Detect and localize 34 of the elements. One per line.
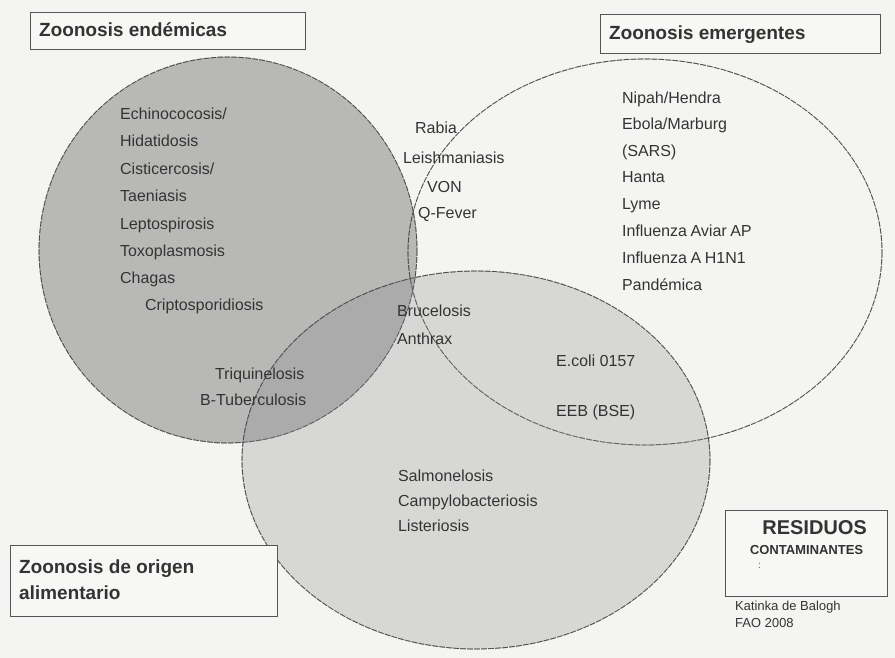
disease-label: Chagas [120, 269, 176, 289]
disease-label: Nipah/Hendra [622, 89, 722, 109]
disease-label: Ebola/Marburg [622, 115, 728, 135]
disease-label: Echinococosis/ Hidatidosis [120, 105, 228, 152]
disease-label: EEB (BSE) [556, 402, 636, 422]
disease-label: Salmonelosis [398, 467, 494, 487]
credit-text: FAO 2008 [735, 614, 795, 631]
heading-text: Zoonosis emergentes [609, 22, 806, 46]
disease-label: E.coli 0157 [556, 352, 636, 372]
heading-box [600, 14, 881, 54]
box-heading: RESIDUOS [761, 516, 867, 541]
note-box [725, 510, 888, 597]
disease-label: Toxoplasmosis [120, 242, 226, 262]
disease-label: Influenza A H1N1 Pandémica [622, 249, 747, 296]
disease-label: Campylobacteriosis [398, 492, 539, 512]
box-subheading: CONTAMINANTES [750, 541, 864, 559]
heading-text: Zoonosis de origen alimentario [19, 556, 196, 606]
disease-label: Q-Fever [418, 204, 478, 224]
disease-label: Hanta [622, 168, 666, 188]
disease-label: Cisticercosis/ Taeniasis [120, 160, 216, 207]
heading-box [30, 12, 306, 50]
disease-label: Criptosporidiosis [145, 296, 264, 316]
disease-label: VON [427, 178, 463, 198]
disease-label: Anthrax [397, 330, 454, 350]
heading-text: Zoonosis endémicas [39, 19, 227, 43]
disease-label: Rabia [415, 119, 458, 139]
credit-text: Katinka de Balogh [735, 597, 842, 614]
heading-box [10, 545, 278, 617]
disease-label: Influenza Aviar AP [622, 222, 753, 242]
disease-label: Listeriosis [398, 517, 470, 537]
disease-label: Lyme [622, 195, 662, 215]
box-text: : [757, 559, 761, 573]
disease-label: Leptospirosis [120, 215, 216, 235]
disease-label: (SARS) [622, 142, 678, 162]
